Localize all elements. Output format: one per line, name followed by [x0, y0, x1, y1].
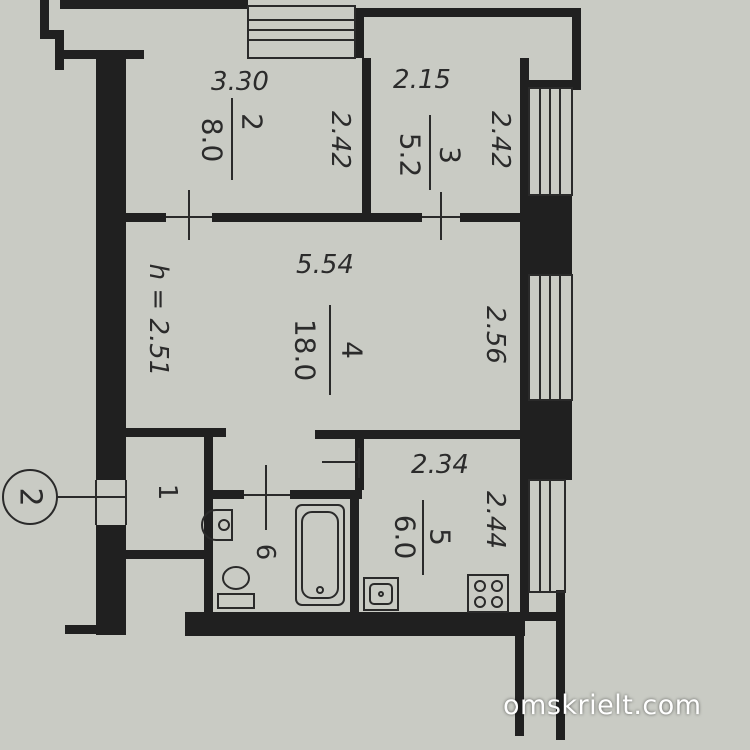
partition-upper-mid — [212, 213, 422, 222]
window-right-1 — [528, 87, 573, 196]
exterior-wall-corner-step — [40, 30, 62, 39]
door-bath — [244, 465, 290, 530]
exterior-wall-top-right — [355, 8, 580, 17]
partition-room-1-right — [204, 437, 213, 497]
sink-icon — [363, 577, 399, 611]
partition-bath-right — [350, 490, 359, 612]
partition-room-5-top — [315, 430, 520, 439]
room-4-area: 18.0 — [289, 319, 322, 381]
partition-room-1-bottom — [126, 550, 206, 559]
exterior-wall-left-foot — [65, 625, 110, 634]
window-right-3 — [528, 479, 566, 593]
exterior-wall-top-left — [60, 0, 248, 9]
room-2-length: 3.30 — [211, 67, 269, 97]
partition-upper-left — [126, 213, 166, 222]
room-2-width: 2.42 — [325, 111, 355, 169]
exterior-wall-top-jog — [355, 8, 364, 58]
room-4-length: 5.54 — [296, 250, 354, 280]
exterior-wall-corner-left — [40, 0, 49, 38]
room-2-number: 2 — [236, 113, 269, 131]
exterior-wall-right — [520, 58, 529, 618]
door-kitchen — [322, 448, 360, 478]
watermark: omskrielt.com — [503, 690, 702, 721]
exterior-wall-left-lower — [96, 525, 126, 635]
exterior-wall-left-upper — [96, 55, 126, 480]
exterior-wall-corner-drop — [55, 30, 64, 70]
partition-bath-top-left — [204, 490, 244, 499]
ceiling-height: h = 2.51 — [143, 264, 173, 377]
room-5-length: 2.34 — [411, 450, 469, 480]
room-3-width: 2.42 — [485, 111, 515, 169]
partition-2-3 — [362, 58, 371, 218]
partition-bath-left — [204, 490, 213, 612]
room-2-area: 8.0 — [196, 118, 229, 163]
axis-marker: 2 — [2, 469, 96, 525]
exterior-wall-right-step — [520, 80, 580, 89]
door-room-2 — [166, 190, 212, 240]
exterior-wall-bottom-drop — [515, 636, 524, 736]
room-4-width: 2.56 — [480, 306, 510, 364]
room-3-length: 2.15 — [393, 65, 451, 95]
stove-icon — [467, 574, 509, 613]
partition-bath-top-right — [290, 490, 362, 499]
window-right-2 — [528, 274, 573, 401]
partition-room-1-top — [126, 428, 226, 437]
exterior-wall-bottom-right — [556, 590, 565, 740]
exterior-wall-bottom — [185, 612, 525, 636]
room-5-area: 6.0 — [389, 515, 422, 560]
exterior-wall-bottom-step — [515, 612, 565, 621]
room-5-width: 2.44 — [480, 491, 510, 549]
room-4-number: 4 — [336, 341, 369, 359]
axis-marker-label: 2 — [13, 487, 48, 506]
room-6-number: 6 — [250, 544, 280, 561]
washbasin-icon — [201, 509, 233, 541]
room-3-number: 3 — [434, 146, 467, 164]
bathtub-icon — [295, 504, 345, 606]
pier-right-2 — [520, 400, 572, 480]
exterior-wall-upper-inner — [64, 50, 144, 59]
door-entrance — [95, 480, 127, 525]
room-5-number: 5 — [424, 528, 457, 546]
room-1-number: 1 — [152, 484, 182, 501]
window-top — [247, 5, 356, 59]
exterior-wall-right-corner — [572, 8, 581, 90]
pier-right-1 — [520, 195, 572, 275]
room-3-area: 5.2 — [394, 133, 427, 178]
partition-upper-right — [460, 213, 522, 222]
toilet-icon — [217, 566, 255, 609]
door-room-3 — [422, 192, 460, 240]
